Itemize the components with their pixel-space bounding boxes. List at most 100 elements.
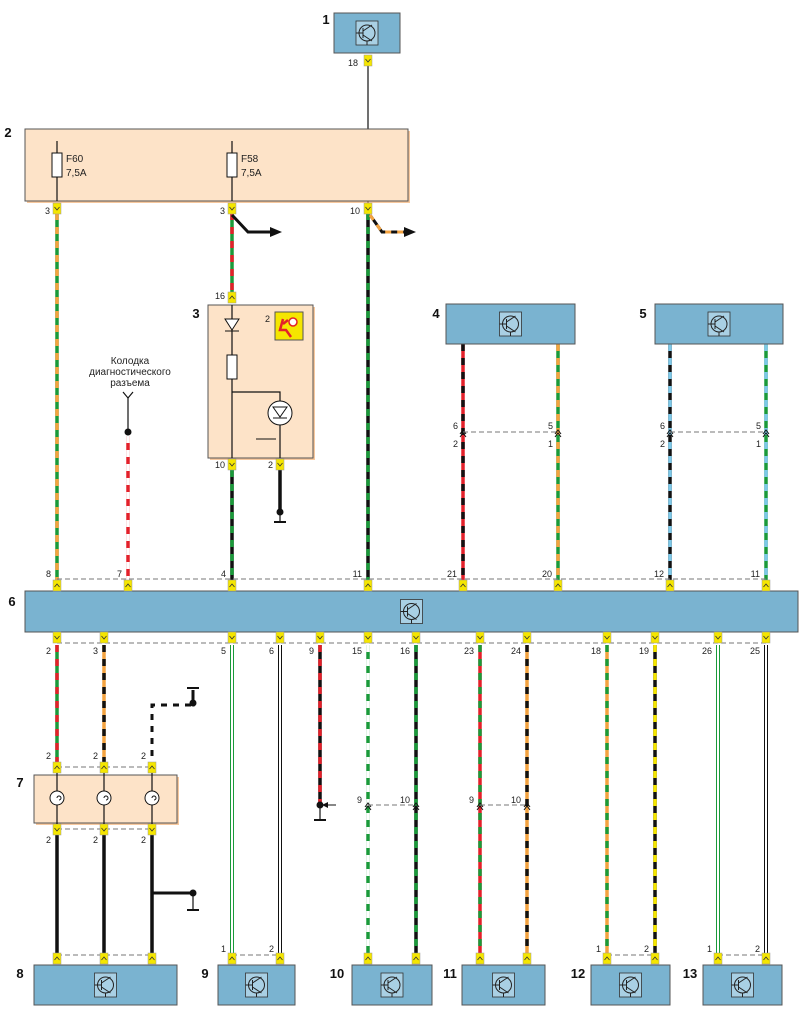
- connector-chevron: [149, 765, 155, 770]
- connector-pin: [123, 579, 133, 592]
- connector-pin: [52, 823, 62, 836]
- pin-label: 7,5A: [241, 168, 262, 179]
- connector-pin: [275, 631, 285, 644]
- connector-chevron: [365, 206, 371, 211]
- connector-pin: [52, 761, 62, 774]
- connector-pin: [650, 952, 660, 965]
- branch-wire: [230, 213, 272, 234]
- inline-connector-icon: [762, 429, 770, 438]
- pin-label: 2: [46, 751, 51, 761]
- inline-connector-icon: [666, 429, 674, 438]
- squib-coil: [151, 795, 157, 801]
- connector-chevron: [229, 583, 235, 588]
- connector-chevron: [229, 635, 235, 640]
- component-number: 12: [571, 966, 585, 981]
- connector-pin: [227, 952, 237, 965]
- connector-pin: [363, 631, 373, 644]
- pin-label: 4: [221, 569, 226, 579]
- connector-chevron: [524, 956, 530, 961]
- connector-chevron: [101, 635, 107, 640]
- transistor-icon-symbol: [94, 976, 111, 997]
- fuse-box: [24, 128, 409, 202]
- connector-chevron: [365, 583, 371, 588]
- connector-pin: [227, 458, 237, 471]
- connector-chevron: [460, 583, 466, 588]
- pin-label: 5: [756, 421, 761, 431]
- connector-chevron: [555, 583, 561, 588]
- pin-label: 3: [220, 206, 225, 216]
- connector-pin: [363, 202, 373, 215]
- connector-chevron: [54, 956, 60, 961]
- pin-label: 6: [453, 421, 458, 431]
- connector-pin: [713, 631, 723, 644]
- connector-chevron: [277, 462, 283, 467]
- pin-label: Колодка: [111, 356, 150, 367]
- pin-label: 2: [141, 751, 146, 761]
- connector-pin: [275, 458, 285, 471]
- wires: [53, 62, 770, 958]
- connector-pin: [553, 579, 563, 592]
- connector-chevron: [101, 827, 107, 832]
- pin-label: 5: [221, 646, 226, 656]
- component-number: 13: [683, 966, 697, 981]
- wire-stripe: [150, 703, 193, 762]
- pin-label: 3: [45, 206, 50, 216]
- wire: [232, 391, 281, 458]
- pin-label: 9: [357, 795, 362, 805]
- pin-label: 10: [215, 460, 225, 470]
- connector-chevron: [667, 583, 673, 588]
- pin-label: диагностического: [89, 367, 171, 378]
- branch-wire-stripe: [368, 214, 406, 234]
- connector-chevron: [715, 956, 721, 961]
- connector-chevron: [229, 295, 235, 300]
- connector-chevron: [229, 956, 235, 961]
- connector-chevron: [54, 635, 60, 640]
- pin-label: 3: [93, 646, 98, 656]
- connector-pin: [363, 54, 373, 67]
- pin-label: 2: [660, 439, 665, 449]
- pin-label: 11: [751, 569, 760, 579]
- connector-chevron: [365, 58, 371, 63]
- connector-pin: [147, 823, 157, 836]
- transistor-icon-symbol: [731, 976, 748, 997]
- connector-chevron: [365, 956, 371, 961]
- connector-pin: [665, 579, 675, 592]
- pin-label: 10: [350, 206, 360, 216]
- junction: [124, 428, 132, 436]
- arrow-icon: [270, 227, 282, 237]
- pin-label: 7,5A: [66, 168, 87, 179]
- connector-chevron: [715, 635, 721, 640]
- connector-chevron: [54, 827, 60, 832]
- connector-pin: [147, 952, 157, 965]
- component-number: 1: [322, 12, 329, 27]
- connector-pin: [99, 823, 109, 836]
- connector-pin: [52, 631, 62, 644]
- pin-label: 21: [447, 569, 457, 579]
- connector-pin: [52, 579, 62, 592]
- pin-label: 9: [469, 795, 474, 805]
- connector-pin: [99, 761, 109, 774]
- inline-connector-icon: [364, 802, 372, 811]
- connector-pin: [761, 579, 771, 592]
- connector-pin: [99, 952, 109, 965]
- pin-label: 15: [352, 646, 362, 656]
- connector-chevron: [365, 635, 371, 640]
- pin-label: 2: [93, 751, 98, 761]
- inline-connector-icon: [523, 802, 531, 811]
- pin-label: 7: [117, 569, 122, 579]
- connector-chevron: [101, 765, 107, 770]
- diag-connector-icon: [122, 391, 134, 399]
- connector-chevron: [413, 635, 419, 640]
- connector-pin: [315, 631, 325, 644]
- connector-chevron: [277, 956, 283, 961]
- resistor-icon: [226, 354, 238, 380]
- component-number: 11: [443, 966, 457, 981]
- connector-pin: [713, 952, 723, 965]
- connector-chevron: [229, 206, 235, 211]
- wire: [150, 690, 195, 762]
- connector-pin: [147, 761, 157, 774]
- connector-chevron: [763, 583, 769, 588]
- pin-label: 16: [400, 646, 410, 656]
- connector-pin: [363, 952, 373, 965]
